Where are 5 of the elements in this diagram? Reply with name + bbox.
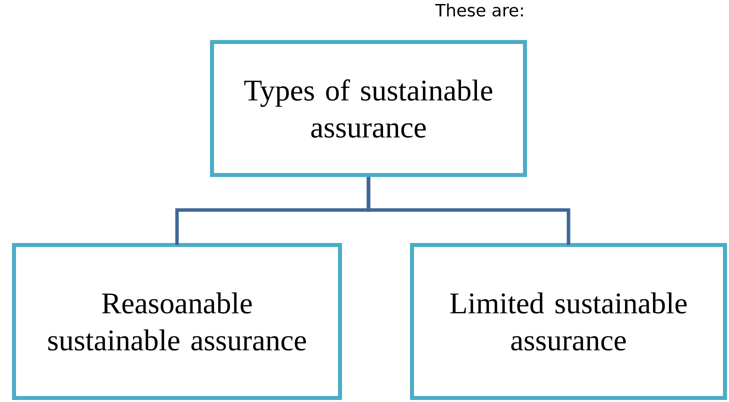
text-box: Types of sustainable assurance (210, 40, 527, 177)
heading-text: These are: (435, 3, 523, 17)
text-box: Reasoanable sustainable assurance (12, 243, 342, 400)
text-box: Limited sustainable assurance (410, 243, 727, 400)
connector-line (366, 177, 570, 245)
